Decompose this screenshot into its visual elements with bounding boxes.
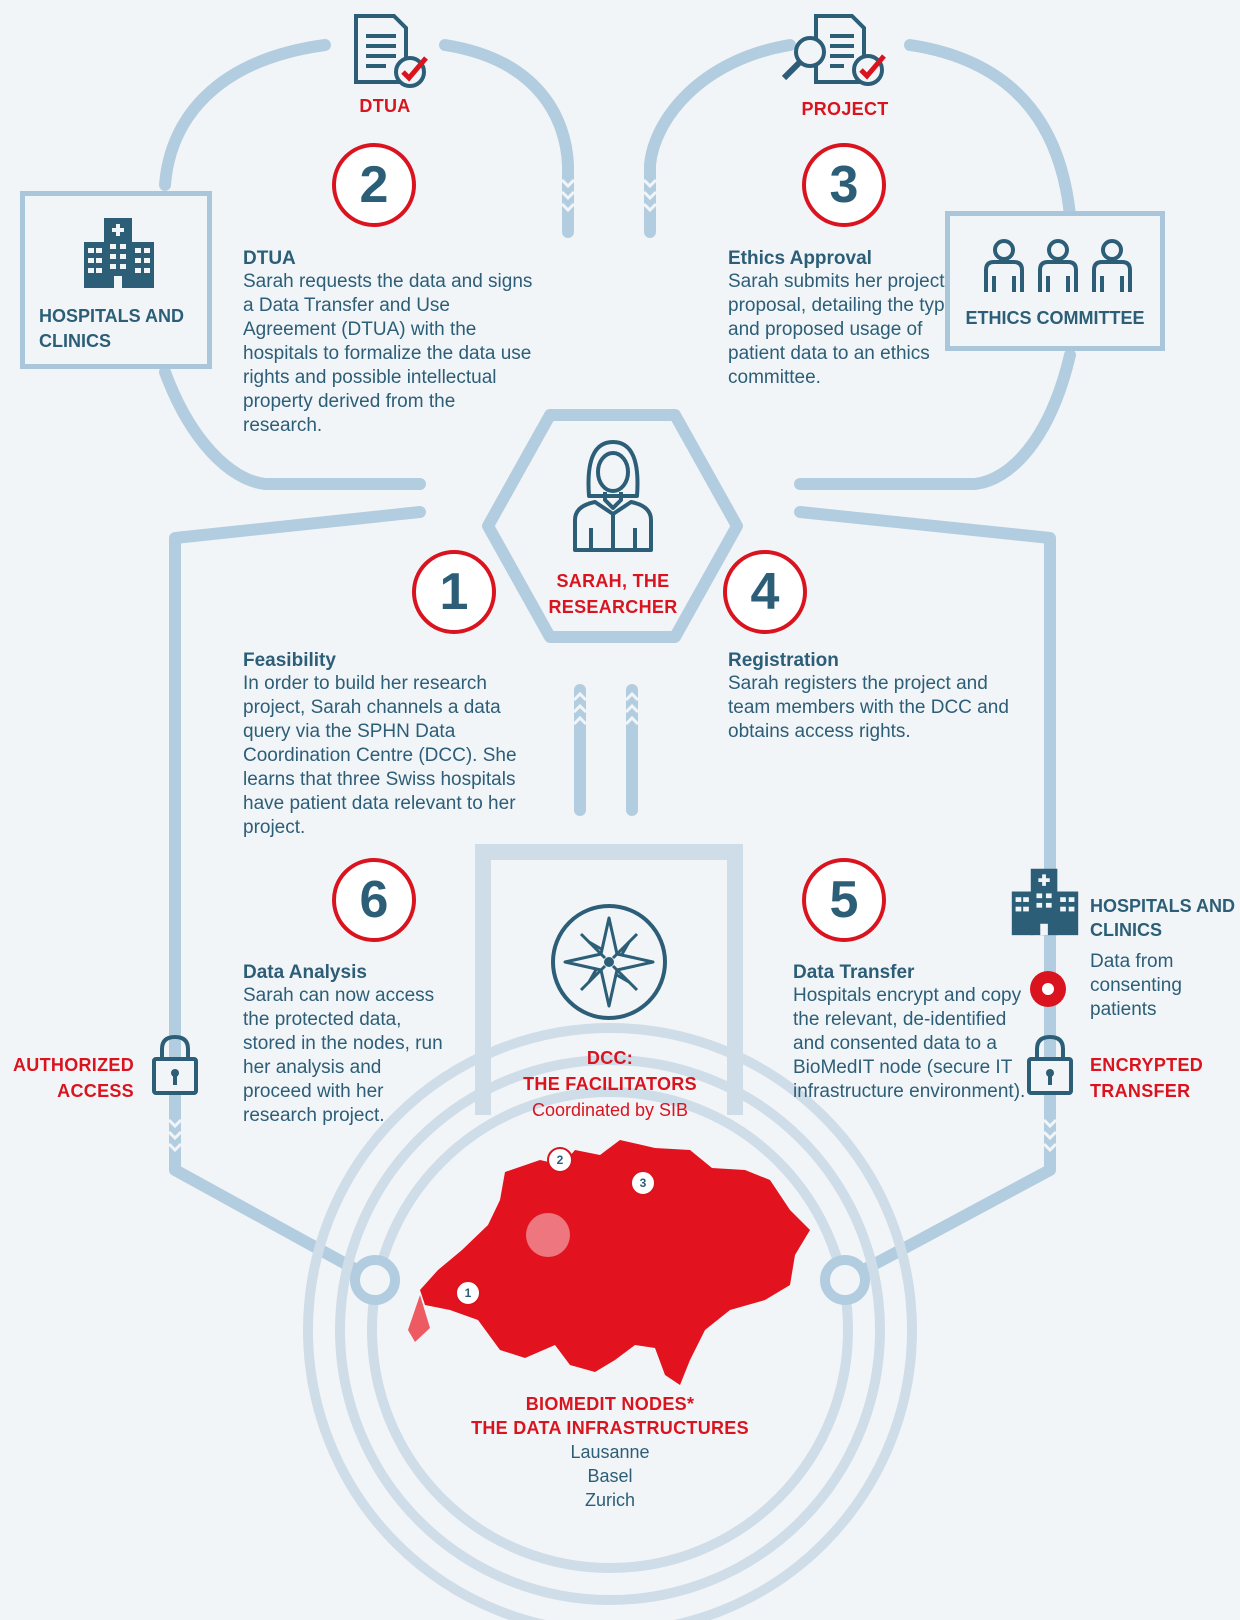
switzerland-map xyxy=(408,1140,810,1385)
step-6-body: Sarah can now access the protected data,… xyxy=(243,985,443,1126)
step-6-title: Data Analysis xyxy=(243,962,367,983)
map-marker-lausanne: 1 xyxy=(455,1280,481,1306)
compass-rose-icon xyxy=(551,904,667,1020)
record-dot-icon xyxy=(1030,971,1066,1007)
city-zurich: Zurich xyxy=(584,1490,635,1510)
ethics-committee-box: ETHICS COMMITTEE xyxy=(945,211,1165,351)
step-4-body: Sarah registers the project and team mem… xyxy=(728,673,1009,742)
hospital-building-icon xyxy=(1011,868,1079,936)
hospitals-box-label: HOSPITALS AND CLINICS xyxy=(39,306,185,351)
arc-top-right-left xyxy=(644,39,796,238)
step-3-body: Sarah submits her project proposal, deta… xyxy=(728,271,956,388)
arc-top-left-right xyxy=(439,39,574,238)
arc-top-left xyxy=(159,39,331,191)
step-3-title: Ethics Approval xyxy=(728,248,872,269)
arc-top-left-bottom xyxy=(159,366,426,490)
step-2-circle: 2 xyxy=(332,143,416,227)
step-5-circle: 5 xyxy=(802,858,886,942)
step-2-body: Sarah requests the data and signs a Data… xyxy=(243,271,533,436)
step-5-body: Hospitals encrypt and copy the relevant,… xyxy=(793,985,1026,1102)
step-3-circle: 3 xyxy=(802,143,886,227)
researcher-label: SARAH, THE RESEARCHER xyxy=(548,571,678,617)
map-marker-basel: 2 xyxy=(547,1147,573,1173)
step-5-title: Data Transfer xyxy=(793,962,915,983)
ethics-committee-label: ETHICS COMMITTEE xyxy=(965,308,1145,328)
biomedit-label: BIOMEDIT NODES* THE DATA INFRASTRUCTURES… xyxy=(430,1392,790,1512)
step-1-circle: 1 xyxy=(412,550,496,634)
step-1-body: In order to build her research project, … xyxy=(243,673,517,838)
step-6-circle: 6 xyxy=(332,858,416,942)
step-6-text: Data Analysis Sarah can now access the p… xyxy=(243,962,453,1128)
document-check-icon xyxy=(354,14,428,88)
encrypted-transfer-label: ENCRYPTED TRANSFER xyxy=(1090,1055,1204,1101)
hospitals-box: HOSPITALS AND CLINICS xyxy=(20,191,212,369)
researcher-woman-icon xyxy=(573,440,653,552)
dtua-label: DTUA xyxy=(359,96,411,116)
hospitals-right-label: HOSPITALS AND CLINICS xyxy=(1090,896,1236,940)
hospitals-right-data: Data from consenting patients xyxy=(1090,951,1182,1020)
left-path xyxy=(169,506,426,1286)
authorized-access-label: AUTHORIZED ACCESS xyxy=(13,1055,134,1101)
project-label: PROJECT xyxy=(801,99,889,119)
dcc-label: DCC: THE FACILITATORS Coordinated by SIB xyxy=(523,1048,697,1120)
dcc-frame xyxy=(475,844,743,1115)
magnifier-document-check-icon xyxy=(781,14,886,86)
step-1-text: Feasibility In order to build her resear… xyxy=(243,650,527,840)
step-4-title: Registration xyxy=(728,650,839,671)
step-2-title: DTUA xyxy=(243,248,296,269)
hospital-building-icon xyxy=(84,218,154,288)
map-marker-zurich: 3 xyxy=(630,1170,656,1196)
padlock-icon xyxy=(1027,1034,1073,1095)
city-lausanne: Lausanne xyxy=(570,1442,650,1462)
people-group-icon xyxy=(984,239,1132,292)
step-1-title: Feasibility xyxy=(243,650,336,671)
step-3-text: Ethics Approval Sarah submits her projec… xyxy=(728,248,960,390)
right-path xyxy=(794,506,1056,1286)
arc-top-right xyxy=(904,39,1076,221)
step-2-text: DTUA Sarah requests the data and signs a… xyxy=(243,248,533,438)
step-4-circle: 4 xyxy=(723,550,807,634)
step-5-text: Data Transfer Hospitals encrypt and copy… xyxy=(793,962,1038,1104)
city-basel: Basel xyxy=(587,1466,633,1486)
padlock-icon xyxy=(152,1034,198,1095)
step-4-text: Registration Sarah registers the project… xyxy=(728,650,1018,744)
arc-top-right-bottom xyxy=(794,349,1076,490)
